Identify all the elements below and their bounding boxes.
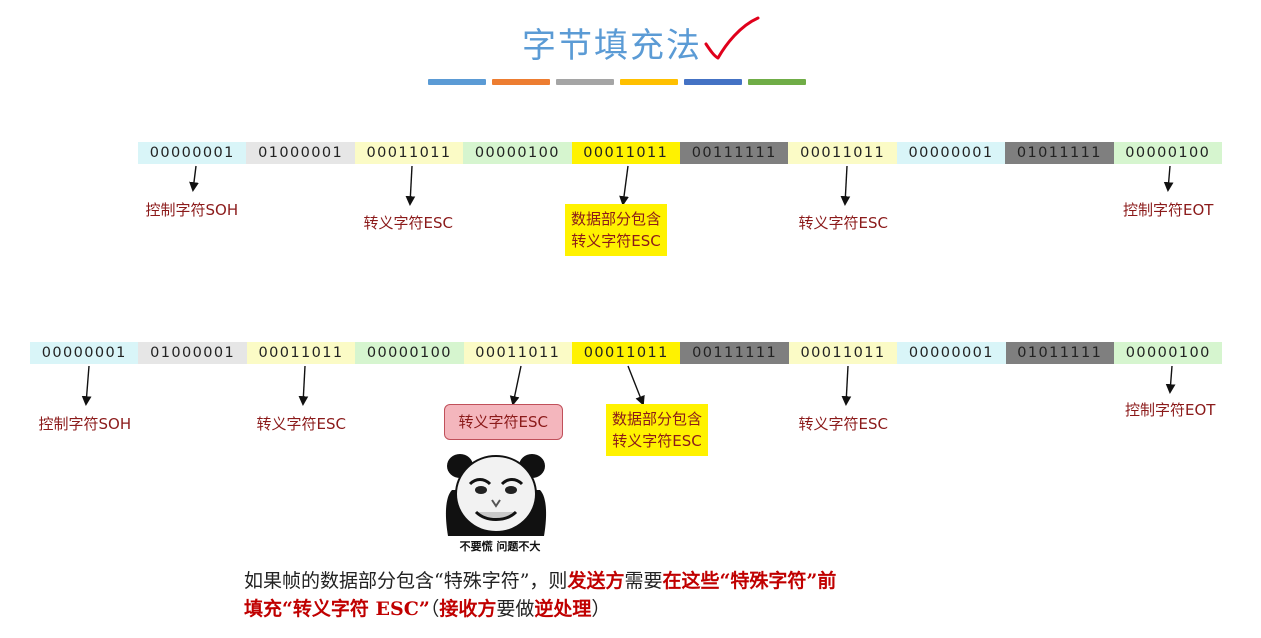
byte-cell: 00011011: [463, 342, 572, 364]
body-text: 要做: [496, 598, 535, 620]
label-line: 转义字符ESC: [612, 432, 702, 450]
emphasis-text: 接收方: [439, 598, 497, 620]
pointer-arrow: [298, 365, 309, 406]
byte-cell: 00011011: [788, 342, 898, 364]
frame-label: 控制字符SOH: [39, 413, 132, 434]
label-line: 控制字符EOT: [1123, 201, 1214, 219]
byte-cell: 00111111: [680, 142, 789, 164]
color-bar: [492, 79, 550, 85]
panda-meme-image: [445, 454, 547, 536]
explanation-line-2: 填充“转义字符 ESC”（接收方要做逆处理）: [244, 594, 610, 621]
label-line: 数据部分包含: [612, 410, 703, 428]
pointer-arrow: [1165, 365, 1176, 394]
pointer-arrow: [405, 165, 416, 206]
byte-cell: 01000001: [246, 142, 355, 164]
label-line: 数据部分包含: [571, 210, 662, 228]
label-line: 转义字符ESC: [458, 413, 548, 431]
label-line: 转义字符ESC: [256, 415, 346, 433]
meme-caption: 不要慌 问题不大: [459, 540, 541, 553]
frame-label: 转义字符ESC: [799, 413, 888, 434]
label-line: 控制字符SOH: [38, 415, 132, 433]
color-bar: [556, 79, 614, 85]
byte-cell: 01011111: [1005, 342, 1114, 364]
emphasis-text: 填充“转义字符 ESC”: [244, 598, 430, 620]
frame-label: 控制字符EOT: [1125, 399, 1215, 420]
pointer-arrow: [619, 165, 629, 206]
body-text: （: [429, 598, 440, 620]
pointer-arrow: [189, 165, 199, 192]
byte-cell: 01011111: [1005, 142, 1114, 164]
byte-cell: 00000100: [1113, 142, 1222, 164]
label-line: 转义字符ESC: [571, 232, 661, 250]
frame-label: 转义字符ESC: [799, 212, 888, 233]
emphasis-text: 逆处理: [534, 598, 592, 620]
label-line: 转义字符ESC: [363, 214, 453, 232]
byte-cell: 00111111: [680, 342, 789, 364]
pointer-arrow: [627, 365, 645, 406]
pointer-arrow: [509, 365, 522, 406]
byte-cell: 00000100: [355, 342, 464, 364]
label-line: 控制字符EOT: [1125, 401, 1216, 419]
body-text: 如果帧的数据部分包含“特殊字符”，则: [244, 570, 568, 592]
label-line: 转义字符ESC: [798, 214, 888, 232]
emphasis-text: 发送方: [567, 570, 625, 592]
frame-label: 转义字符ESC: [257, 413, 346, 434]
checkmark-icon: [704, 16, 760, 60]
frame-label: 控制字符SOH: [146, 199, 239, 220]
page-title: 字节填充法: [522, 26, 702, 66]
byte-cell: 01000001: [138, 342, 247, 364]
byte-cell: 00000100: [463, 142, 572, 164]
frame-label: 转义字符ESC: [364, 212, 453, 233]
data-esc-label: 数据部分包含转义字符ESC: [565, 204, 668, 256]
byte-cell: 00000001: [30, 342, 139, 364]
explanation-line-1: 如果帧的数据部分包含“特殊字符”，则发送方需要在这些“特殊字符”前: [244, 566, 836, 593]
byte-cell: 00000001: [897, 342, 1006, 364]
emphasis-text: 在这些“特殊字符”前: [662, 570, 837, 592]
data-esc-label: 数据部分包含转义字符ESC: [606, 404, 709, 456]
label-line: 转义字符ESC: [798, 415, 888, 433]
byte-cell: 00000001: [896, 142, 1006, 164]
byte-cell: 00000100: [1114, 342, 1223, 364]
body-text: ）: [591, 598, 611, 620]
color-bar: [684, 79, 742, 85]
label-line: 控制字符SOH: [145, 201, 239, 219]
byte-cell: 00011011: [354, 142, 464, 164]
pointer-arrow: [840, 165, 851, 206]
byte-cell: 00011011: [788, 142, 897, 164]
pointer-arrow: [81, 365, 92, 406]
pointer-arrow: [1163, 165, 1174, 192]
byte-cell: 00011011: [571, 142, 680, 164]
color-bar: [748, 79, 806, 85]
frame-label: 控制字符EOT: [1123, 199, 1213, 220]
pointer-arrow: [841, 365, 852, 406]
byte-cell: 00011011: [572, 342, 681, 364]
byte-cell: 00000001: [138, 142, 247, 164]
body-text: 需要: [624, 570, 663, 592]
inserted-esc-label: 转义字符ESC: [443, 404, 563, 440]
color-bar: [620, 79, 678, 85]
color-bar: [428, 79, 486, 85]
byte-cell: 00011011: [246, 342, 356, 364]
